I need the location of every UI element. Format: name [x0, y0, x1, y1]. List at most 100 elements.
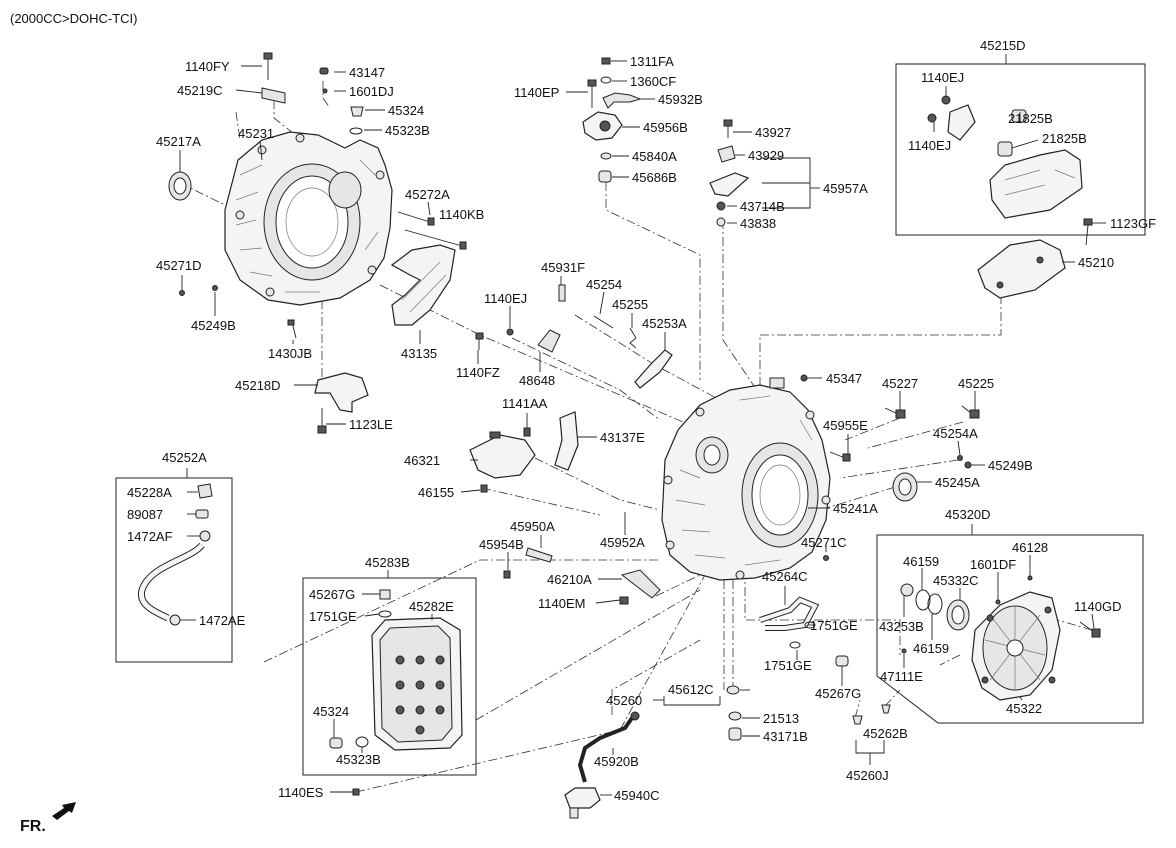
part-label: 45931F: [541, 260, 585, 275]
bushing-43253B: [900, 583, 914, 597]
assembly-lines: [179, 81, 1093, 793]
part-label: 45254: [586, 277, 622, 292]
part-label: 45215D: [980, 38, 1026, 53]
group-box-45215D: [895, 63, 1146, 236]
part-label: 45347: [826, 371, 862, 386]
bolt-1140FY: [263, 52, 273, 80]
bolt-43927: [723, 119, 733, 138]
washer-21513: [728, 711, 742, 721]
part-label: 45219C: [177, 83, 223, 98]
seal-45840A: [600, 152, 612, 160]
part-label: 43838: [740, 216, 776, 231]
shaft-45254: [593, 315, 614, 329]
lever-48648: [537, 329, 561, 353]
part-label: 1140EJ: [484, 291, 527, 306]
oring-45323B-pan: [355, 736, 369, 748]
part-label: 45267G: [309, 587, 355, 602]
plug-43171B: [728, 727, 742, 741]
part-label: 45950A: [510, 519, 555, 534]
part-label: 45254A: [933, 426, 978, 441]
bolt-1140GD: [1079, 621, 1101, 638]
part-label: 45218D: [235, 378, 281, 393]
part-label: 45255: [612, 297, 648, 312]
part-label: 43135: [401, 346, 437, 361]
part-label: 43714B: [740, 199, 785, 214]
part-label: 43929: [748, 148, 784, 163]
part-label: 45686B: [632, 170, 677, 185]
bolt-45955E: [829, 451, 851, 462]
part-label: 45952A: [600, 535, 645, 550]
part-label: 43137E: [600, 430, 645, 445]
washer-1751GE-pan: [378, 610, 392, 618]
engine-code-label: (2000CC>DOHC-TCI): [10, 11, 138, 26]
part-label: 46159: [903, 554, 939, 569]
part-label: 45253A: [642, 316, 687, 331]
part-label: 45272A: [405, 187, 450, 202]
pin-45254A: [957, 455, 963, 461]
part-label: 46155: [418, 485, 454, 500]
part-label: 45210: [1078, 255, 1114, 270]
part-label: 21513: [763, 711, 799, 726]
part-label: 45932B: [658, 92, 703, 107]
part-label: 46128: [1012, 540, 1048, 555]
bolt-45227: [884, 407, 906, 419]
part-label: 1472AE: [199, 613, 246, 628]
part-label: 45940C: [614, 788, 660, 803]
part-label: 45324: [388, 103, 424, 118]
part-label: 45241A: [833, 501, 878, 516]
part-label: 45324: [313, 704, 349, 719]
vent-45228A: [197, 483, 213, 499]
lever-45957A: [709, 172, 750, 197]
ball-45249B-right: [964, 461, 972, 469]
pin-45931F: [558, 284, 566, 302]
part-label: 89087: [127, 507, 163, 522]
clip-89087: [195, 509, 209, 519]
bolt-1140FZ: [475, 332, 484, 350]
part-label: 45225: [958, 376, 994, 391]
part-label: 1311FA: [630, 54, 674, 69]
part-label: 45264C: [762, 569, 808, 584]
front-label: FR.: [20, 818, 46, 835]
part-label: 1123LE: [349, 417, 393, 432]
part-labels: 1140FY 45219C 43147 1601DJ 45324 45323B …: [127, 38, 1156, 803]
bracket-45218D: [314, 372, 369, 413]
plug-45262B-b: [881, 704, 891, 714]
mount-bracket-45215D: [989, 149, 1083, 219]
part-label: 1140EP: [514, 85, 559, 100]
nut-1311FA: [601, 57, 611, 65]
baffle-43135: [390, 244, 456, 326]
part-label: 1140GD: [1074, 599, 1121, 614]
part-label: 1140EJ: [921, 70, 964, 85]
part-label: 1140KB: [439, 207, 484, 222]
plug-43147: [319, 67, 329, 75]
part-label: 1123GF: [1110, 216, 1156, 231]
clamp-1472AF: [199, 530, 211, 542]
clamp-1472AE: [169, 614, 181, 626]
part-label: 1140FY: [185, 59, 230, 74]
part-label: 45322: [1006, 701, 1042, 716]
transaxle-case-45241A: [661, 377, 831, 581]
part-label: 45252A: [162, 450, 207, 465]
part-label: 43253B: [879, 619, 924, 634]
part-label: 1751GE: [810, 618, 858, 633]
nut-43714B: [716, 201, 726, 211]
part-label: 46210A: [547, 572, 592, 587]
part-label: 45320D: [945, 507, 991, 522]
plate-45950A: [525, 547, 553, 563]
part-label: 1751GE: [764, 658, 812, 673]
bracket-46210A: [620, 569, 661, 599]
group-box-45320D: [876, 534, 1144, 724]
detent-45253A: [634, 349, 673, 389]
plug-45324-upper: [350, 106, 364, 117]
bolt-45272A: [397, 211, 435, 226]
cover-45322: [971, 591, 1061, 701]
bolt-1141AA: [523, 427, 531, 437]
bolt-1140EM: [619, 596, 629, 605]
washer-43838: [716, 217, 726, 227]
part-label: 21825B: [1042, 131, 1087, 146]
part-label: 1140ES: [278, 785, 324, 800]
pin-1601DJ: [322, 88, 328, 94]
strainer-46321: [469, 434, 536, 479]
part-label: 1140FZ: [456, 365, 500, 380]
